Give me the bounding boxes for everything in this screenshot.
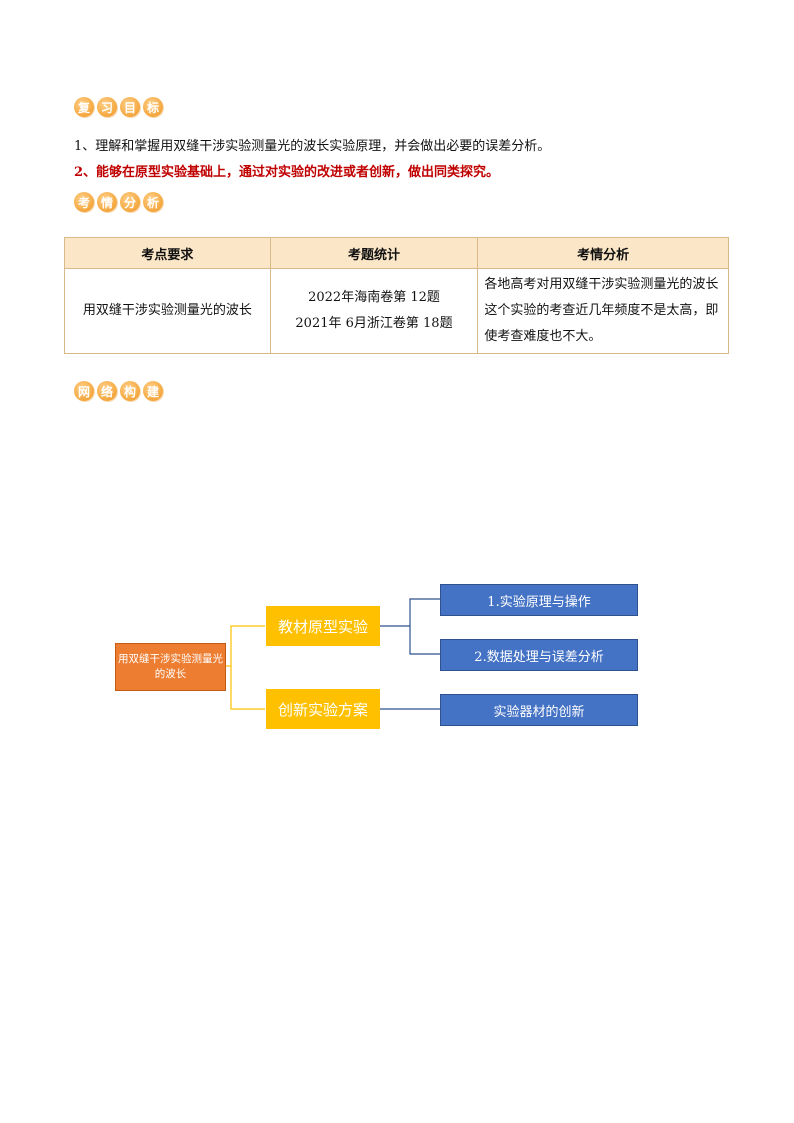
mindmap-branch-textbook: 教材原型实验 [266,606,380,646]
badge-char: 分 [120,192,140,212]
goal-2: 2、能够在原型实验基础上，通过对实验的改进或者创新，做出同类探究。 [74,165,500,180]
badge-char: 情 [97,192,117,212]
mindmap-leaf-data-processing: 2.数据处理与误差分析 [440,639,638,671]
connector-branch1-to-leaf-1 [409,598,440,626]
mindmap-leaf-equipment: 实验器材的创新 [440,694,638,726]
branch-label: 教材原型实验 [277,617,368,636]
connector-root-to-branch-2 [230,666,265,710]
badge-char: 考 [74,192,94,212]
analysis-cell: 各地高考对用双缝干涉实验测量光的波长这个实验的考查近几年频度不是太高，即使考查难… [477,268,729,354]
mindmap-root-label: 用双缝干涉实验测量光的波长 [118,653,223,680]
section-badge-exam-analysis: 考 情 分 析 [74,190,163,214]
badge-char: 络 [97,381,117,401]
exam-analysis-table: 考点要求 考题统计 考情分析 用双缝干涉实验测量光的波长 2022年海南卷第 1… [64,237,729,354]
table-header: 考题统计 [269,237,479,269]
stat-line: 2022年海南卷第 12题 [308,290,440,305]
leaf-label: 2.数据处理与误差分析 [474,649,604,665]
table-header: 考情分析 [477,237,729,269]
leaf-label: 1.实验原理与操作 [487,594,591,610]
mindmap-root: 用双缝干涉实验测量光的波长 [115,643,226,691]
mindmap-leaf-principle: 1.实验原理与操作 [440,584,638,616]
leaf-label: 实验器材的创新 [493,704,585,720]
requirement-cell: 用双缝干涉实验测量光的波长 [64,268,271,354]
badge-char: 复 [74,97,94,117]
stat-line: 2021年 6月浙江卷第 18题 [295,316,453,331]
table-header: 考点要求 [64,237,271,269]
section-badge-review-goals: 复 习 目 标 [74,95,163,119]
section-badge-network: 网 络 构 建 [74,379,163,403]
badge-char: 目 [120,97,140,117]
branch-label: 创新实验方案 [277,700,368,719]
mindmap-branch-innovation: 创新实验方案 [266,689,380,729]
badge-char: 标 [143,97,163,117]
connector-root-to-branch-1 [230,625,265,666]
badge-char: 建 [143,381,163,401]
badge-char: 构 [120,381,140,401]
badge-char: 网 [74,381,94,401]
table-row: 用双缝干涉实验测量光的波长 2022年海南卷第 12题 2021年 6月浙江卷第… [64,268,729,354]
badge-char: 习 [97,97,117,117]
connector-branch1-to-leaf-2 [409,626,440,655]
stats-cell: 2022年海南卷第 12题 2021年 6月浙江卷第 18题 [269,268,479,354]
goal-1: 1、理解和掌握用双缝干涉实验测量光的波长实验原理，并会做出必要的误差分析。 [74,139,551,154]
table-header-row: 考点要求 考题统计 考情分析 [64,237,729,269]
badge-char: 析 [143,192,163,212]
